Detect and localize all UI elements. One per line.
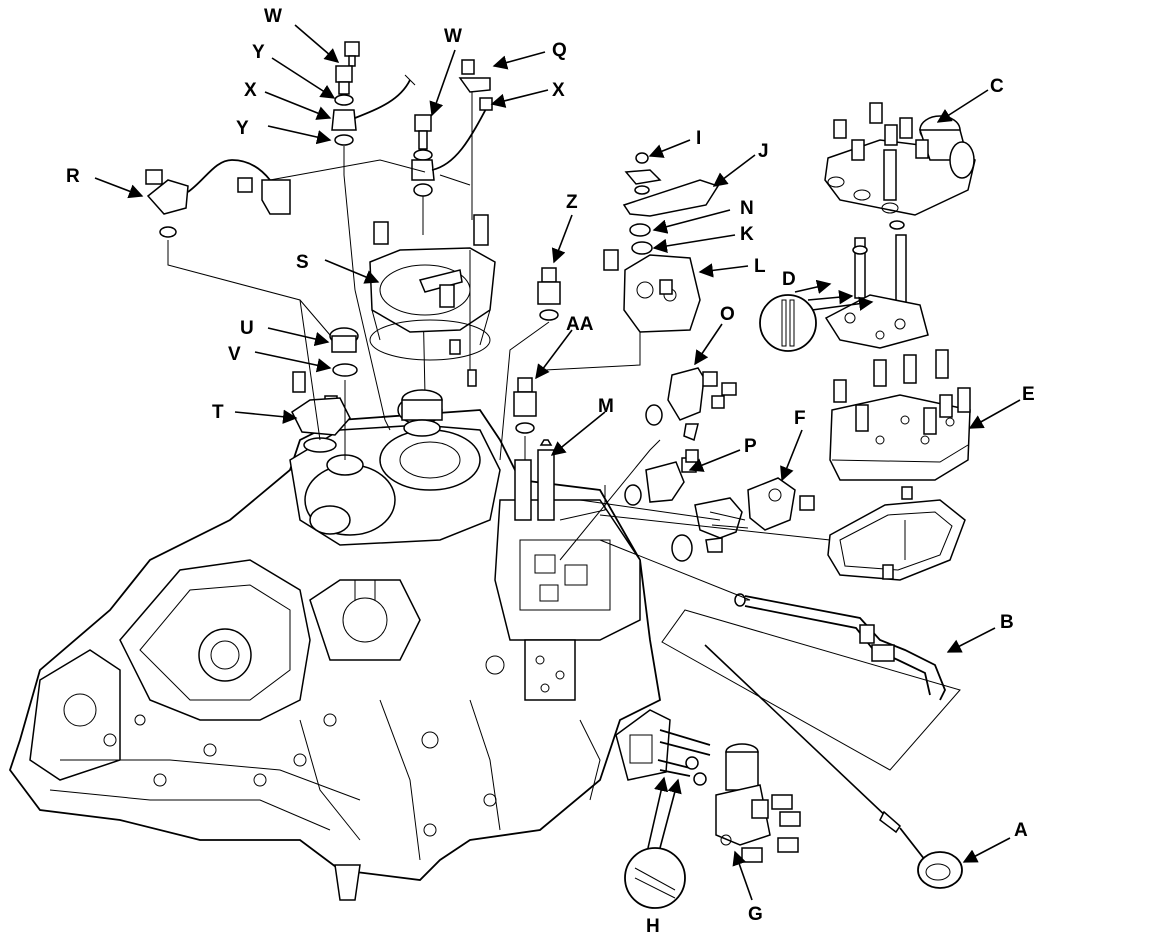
label-h: H: [646, 916, 660, 937]
label-u: U: [240, 318, 254, 339]
label-a: A: [1014, 820, 1028, 841]
ref-line-10: [579, 499, 721, 521]
plug-u-washer-v: [329, 327, 359, 377]
bolt-stack-left: [331, 41, 360, 291]
sensor-r: [145, 159, 426, 336]
label-g: G: [748, 904, 763, 925]
ref-line-2: [299, 299, 321, 441]
label-v: V: [228, 344, 241, 365]
label-b: B: [1000, 612, 1014, 633]
label-o: O: [720, 304, 735, 325]
label-x-left: X: [244, 80, 257, 101]
label-j: J: [758, 141, 769, 162]
callout-labels: W Y X Y W Q X R S U V T Z AA M I J N K L…: [66, 6, 1035, 937]
solenoid-g: [615, 709, 801, 863]
label-n: N: [740, 198, 754, 219]
transmission-case: [8, 395, 661, 901]
label-e: E: [1022, 384, 1035, 405]
bearing-stack: [401, 389, 443, 437]
hose-upper-right: [431, 104, 489, 171]
bolt-stack-center: [411, 114, 435, 396]
solenoid-c: [824, 102, 976, 230]
leader-arrows: [94, 24, 1021, 901]
sensor-aa: [513, 377, 537, 460]
label-y-top: Y: [252, 42, 265, 63]
label-p: P: [744, 436, 757, 457]
ref-line-6: [599, 514, 831, 541]
label-i: I: [696, 128, 701, 149]
plate-d: [824, 234, 929, 349]
ref-line-1: [354, 289, 391, 431]
label-m: M: [598, 396, 614, 417]
label-d: D: [782, 269, 796, 290]
label-x-right: X: [552, 80, 565, 101]
label-t: T: [212, 402, 224, 423]
bracket-q: [458, 59, 491, 220]
cover-t: [291, 371, 351, 453]
cover-s: [369, 214, 496, 387]
sensor-o: [645, 367, 737, 442]
label-c: C: [990, 76, 1004, 97]
label-aa: AA: [566, 314, 594, 335]
label-f: F: [794, 408, 806, 429]
detail-circle-h: [624, 847, 686, 909]
label-z: Z: [566, 192, 578, 213]
label-r: R: [66, 166, 80, 187]
detail-circle-d: [759, 294, 817, 352]
sensor-p: [624, 449, 699, 506]
ref-line-7: [599, 539, 751, 601]
ref-line-8: [559, 439, 661, 561]
hose-upper-left: [354, 79, 411, 119]
label-w-left: W: [264, 6, 282, 27]
solenoid-lkj: [544, 152, 720, 371]
valve-body-e: [829, 349, 971, 500]
label-q: Q: [552, 40, 567, 61]
label-s: S: [296, 252, 309, 273]
dipstick-a: [704, 644, 963, 889]
gasket-e: [827, 499, 966, 581]
harness-f: [671, 477, 815, 562]
label-y-lower: Y: [236, 118, 249, 139]
tube-b: [661, 593, 961, 771]
label-w-center: W: [444, 26, 462, 47]
label-k: K: [740, 224, 754, 245]
label-l: L: [754, 256, 766, 277]
sensor-z: [499, 267, 561, 461]
ref-line-5: [559, 485, 606, 521]
